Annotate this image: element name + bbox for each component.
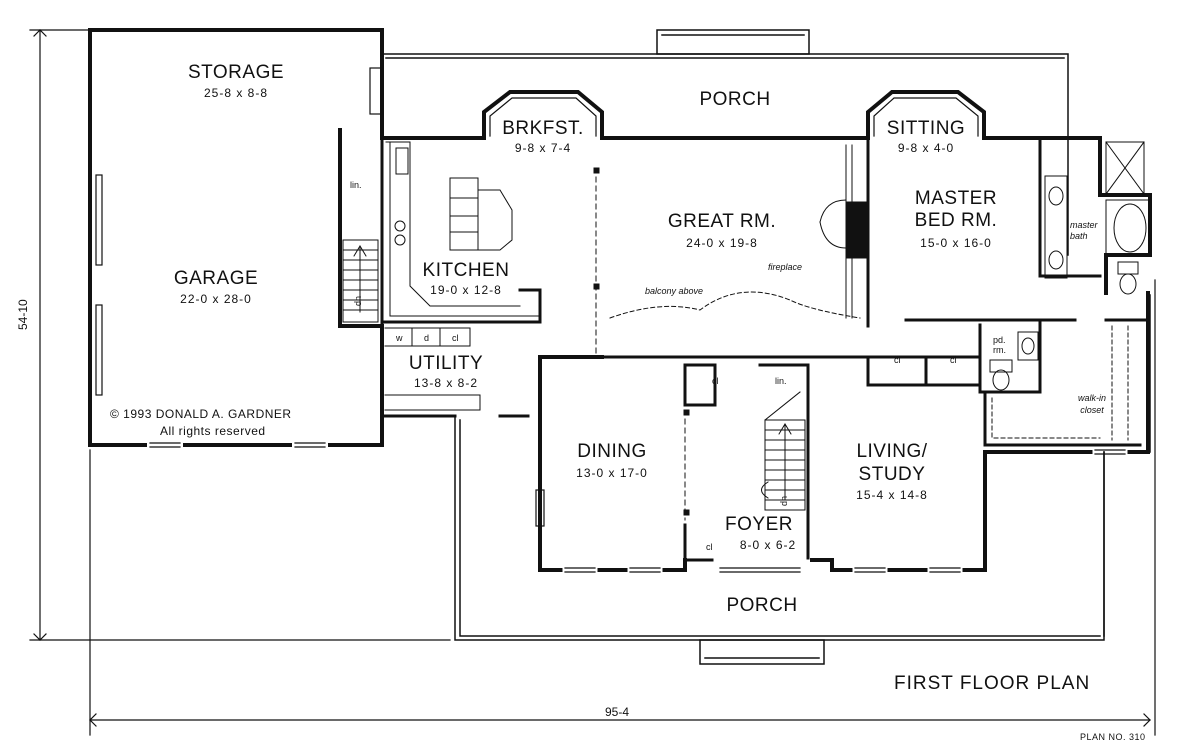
- master-bath-fixtures: [989, 141, 1151, 441]
- front-windows: [535, 449, 1128, 573]
- great-room-label: GREAT RM.: [667, 211, 777, 232]
- rear-porch: [381, 29, 1069, 256]
- master-walls: [904, 136, 1148, 447]
- foyer-linen-label: lin.: [775, 376, 787, 386]
- kitchen-walls: [380, 136, 542, 418]
- hall-closet-label-2: cl: [950, 355, 957, 365]
- dining-label: DINING: [577, 441, 647, 462]
- garage-dims: 22-0 x 28-0: [180, 292, 252, 306]
- powder-pd: pd.: [993, 335, 1006, 345]
- foyer-stair-up-label: up: [780, 495, 791, 507]
- great-room-walls: [600, 136, 870, 359]
- great-room-details: [593, 144, 861, 357]
- master-dims: 15-0 x 16-0: [920, 236, 992, 250]
- foyer-label: FOYER: [725, 514, 793, 535]
- great-room-dims: 24-0 x 19-8: [686, 236, 758, 250]
- garage-windows: [95, 67, 383, 448]
- kitchen-dims: 19-0 x 12-8: [430, 283, 502, 297]
- plan-title: FIRST FLOOR PLAN: [894, 673, 1091, 694]
- brkfst-dims: 9-8 x 7-4: [514, 141, 572, 155]
- living-label-2: STUDY: [858, 464, 926, 485]
- foyer-closet-label: cl: [706, 542, 713, 552]
- width-dimension: 95-4: [605, 705, 630, 719]
- sitting-dims: 9-8 x 4-0: [897, 141, 955, 155]
- foyer-dims: 8-0 x 6-2: [739, 538, 797, 552]
- balcony-note: balcony above: [645, 286, 704, 296]
- porch-front-label: PORCH: [726, 595, 798, 616]
- garage-stairs: [342, 239, 379, 323]
- hall-closet-label-1: cl: [894, 355, 901, 365]
- dining-dims: 13-0 x 17-0: [576, 466, 648, 480]
- dryer-label: d: [424, 333, 430, 343]
- fireplace-hearth: [845, 201, 867, 259]
- storage-dims: 25-8 x 8-8: [203, 86, 269, 100]
- interior-walls: [683, 363, 810, 562]
- front-porch: [454, 294, 1151, 665]
- porch-rear-label: PORCH: [699, 89, 771, 110]
- living-label-1: LIVING/: [856, 441, 928, 462]
- dimension-lines: [29, 29, 1156, 736]
- powder-rm: rm.: [993, 345, 1006, 355]
- copyright-line2: All rights reserved: [160, 424, 266, 438]
- kitchen-label: KITCHEN: [422, 260, 510, 281]
- copyright-line1: © 1993 DONALD A. GARDNER: [110, 407, 292, 421]
- kitchen-counters: [384, 141, 539, 411]
- main-walls: [380, 90, 1152, 572]
- living-dims: 15-4 x 14-8: [856, 488, 928, 502]
- garage-label: GARAGE: [173, 268, 259, 289]
- utility-label: UTILITY: [408, 353, 484, 374]
- brkfst-label: BRKFST.: [502, 118, 584, 139]
- master-label-2: BED RM.: [914, 210, 998, 231]
- master-bath-note: master bath: [1070, 220, 1098, 241]
- master-label-1: MASTER: [914, 188, 998, 209]
- sitting-label: SITTING: [886, 118, 966, 139]
- plan-number: PLAN NO. 310: [1080, 732, 1146, 742]
- dining-closet-label: cl: [712, 376, 719, 386]
- fireplace-note: fireplace: [768, 262, 803, 272]
- utility-closet-label: cl: [452, 333, 459, 343]
- bay-windows: [489, 97, 979, 137]
- walk-in-note: walk-in closet: [1077, 393, 1106, 415]
- depth-dimension: 54-10: [16, 299, 30, 330]
- garage-stair-up-label: up: [354, 295, 365, 307]
- storage-label: STORAGE: [187, 62, 285, 83]
- washer-label: w: [396, 333, 403, 343]
- foyer-stairs: [683, 391, 806, 521]
- powder-room-label: pd. rm.: [993, 335, 1011, 355]
- utility-dims: 13-8 x 8-2: [413, 376, 479, 390]
- hall-closets: [858, 355, 982, 387]
- garage-linen-label: lin.: [350, 180, 362, 190]
